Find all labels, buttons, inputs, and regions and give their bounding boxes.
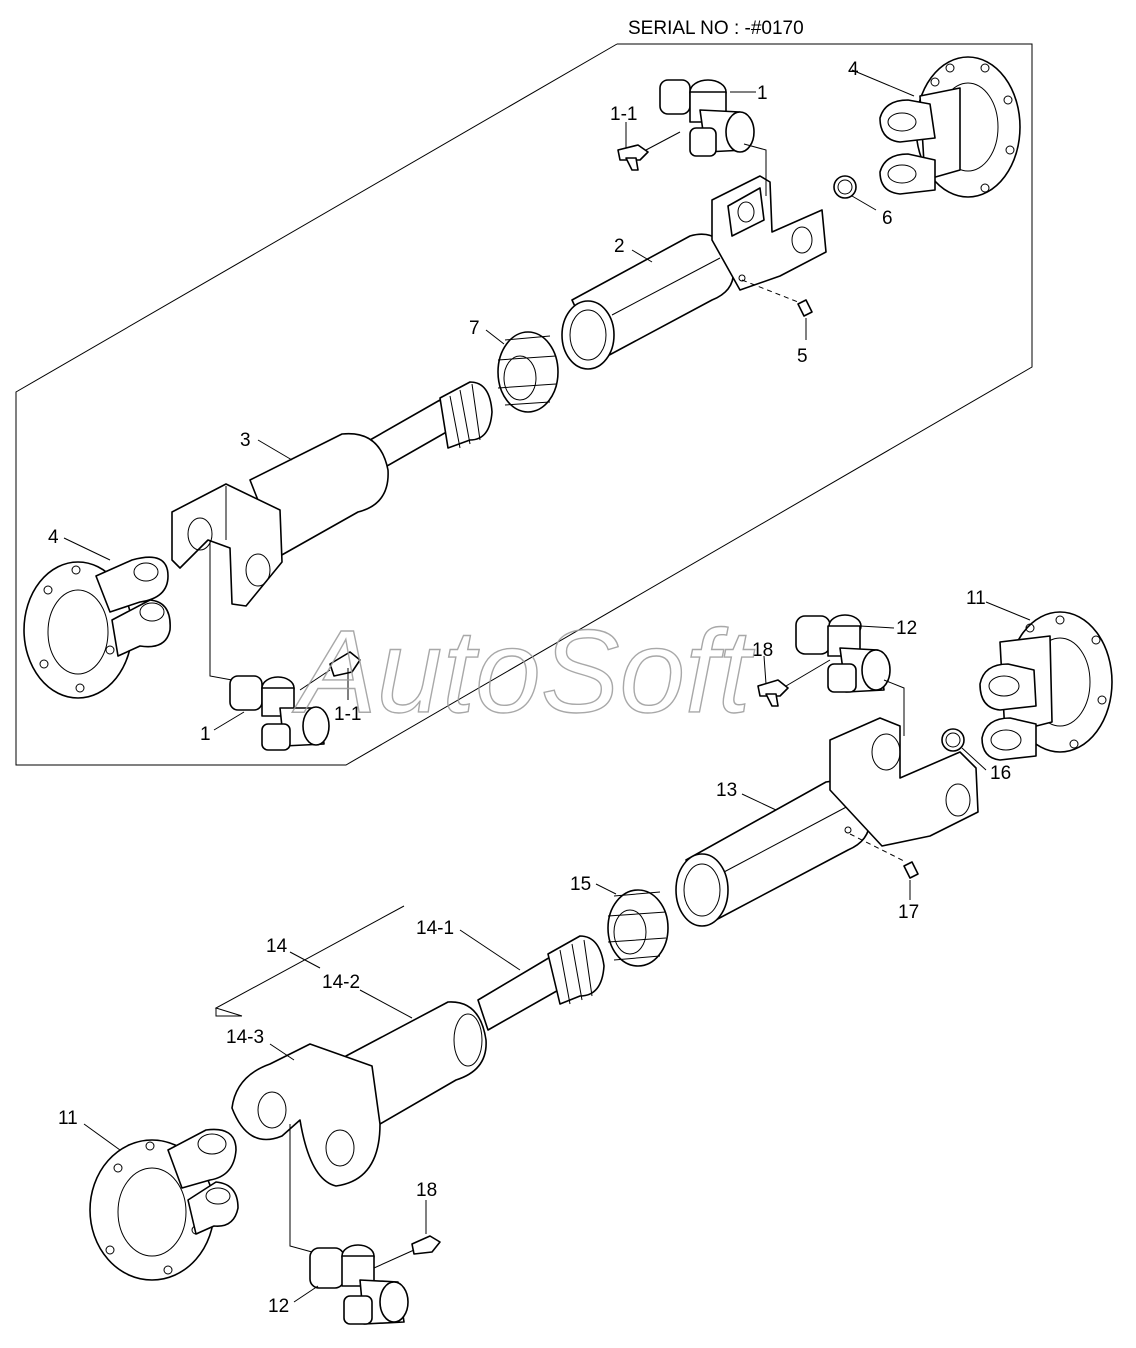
flange-yoke-lower-right (979, 611, 1113, 761)
callout-3: 3 (240, 430, 251, 451)
universal-joint-cross-lower-bottom (309, 1244, 409, 1325)
callout-14: 14 (266, 936, 288, 957)
grease-fitting-upper-top (617, 131, 681, 171)
callout-18-lower-top: 18 (752, 640, 773, 661)
callout-1-1-upper-top: 1-1 (610, 104, 637, 125)
upper-assembly-frame (15, 43, 1033, 766)
universal-joint-cross-upper-bottom (229, 675, 330, 751)
upper-cross-guide (743, 143, 767, 196)
callout-11-lower-left: 11 (58, 1108, 78, 1129)
flange-yoke-lower-left (89, 1128, 239, 1281)
part-14-bracket (214, 905, 405, 1017)
upper-dash-guide (741, 279, 799, 303)
callout-1-upper-bottom: 1 (200, 724, 211, 745)
callout-1-1-upper-bottom: 1-1 (334, 704, 361, 725)
spline-nut-upper (497, 331, 559, 413)
grease-fitting-lower-top (757, 659, 831, 707)
flange-yoke-upper-left (23, 556, 171, 699)
callout-5: 5 (797, 346, 808, 367)
callout-6: 6 (882, 208, 893, 229)
grease-fitting-upper-bottom (299, 651, 361, 691)
snap-ring-lower (941, 728, 965, 752)
callout-4-upper-right: 4 (848, 59, 859, 80)
callout-13: 13 (716, 780, 737, 801)
callout-1-upper-top: 1 (757, 83, 768, 104)
callout-11-lower-right: 11 (966, 588, 986, 609)
callout-14-2: 14-2 (322, 972, 360, 993)
grease-nipple-upper (797, 299, 813, 317)
slip-yoke-tube-upper (561, 175, 827, 370)
callout-15: 15 (570, 874, 591, 895)
serial-number-label: SERIAL NO : -#0170 (628, 18, 804, 39)
lower-cross-guide (883, 679, 905, 736)
callout-12-lower-bottom: 12 (268, 1296, 289, 1317)
grease-nipple-lower (903, 861, 919, 879)
upper-left-guide (209, 540, 233, 681)
snap-ring-upper (833, 175, 857, 199)
grease-fitting-lower-bottom (373, 1235, 441, 1269)
callout-14-3: 14-3 (226, 1027, 264, 1048)
universal-joint-cross-upper-top (659, 79, 755, 157)
callout-17: 17 (898, 902, 919, 923)
callout-18-lower-bottom: 18 (416, 1180, 437, 1201)
callout-14-1: 14-1 (416, 918, 454, 939)
callout-4-upper-left: 4 (48, 527, 59, 548)
yoke-shaft-upper (171, 381, 493, 607)
watermark-text: AutoSoft (292, 606, 755, 738)
callout-16: 16 (990, 763, 1011, 784)
slip-yoke-tube-lower (675, 717, 979, 927)
lower-left-guide (289, 1124, 313, 1253)
callout-2: 2 (614, 236, 625, 257)
leader-lines (63, 69, 1031, 1303)
universal-joint-cross-lower-top (795, 614, 891, 693)
callout-7: 7 (469, 318, 480, 339)
lower-dash-guide (849, 833, 907, 863)
spline-nut-lower (607, 889, 669, 967)
callout-12-lower-top: 12 (896, 618, 917, 639)
flange-yoke-upper-right (879, 56, 1021, 198)
yoke-shaft-lower (231, 935, 605, 1187)
